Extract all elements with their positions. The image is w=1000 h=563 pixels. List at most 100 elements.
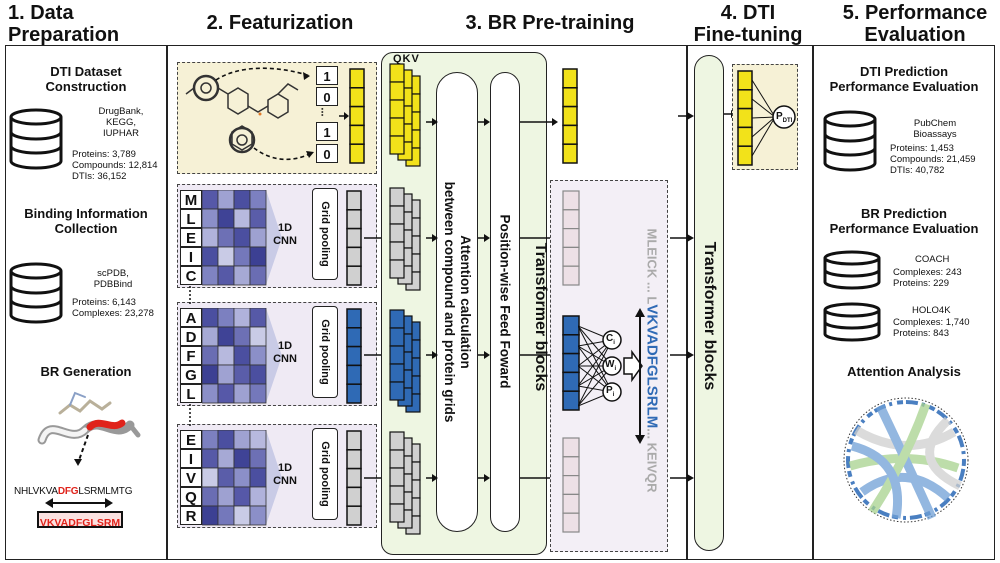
dti-dataset-title: DTI Dataset Construction [45, 64, 127, 94]
holo4k-complexes-count: Complexes: 1,740 [893, 317, 970, 328]
finetune-transformer-block [694, 55, 724, 551]
cnn-label: 1D CNN [273, 462, 297, 487]
coach-complexes-count: Complexes: 243 [893, 267, 962, 278]
protein-sequence-vertical: MLEICK ... LVKVADFGLSRLM... KEIVQR [643, 228, 661, 493]
binding-region-box: VKVADFGLSRM [37, 511, 123, 529]
grid-pooling-box [312, 428, 338, 520]
binding-complexes-count: Complexes: 23,278 [72, 308, 154, 319]
br-generation-title: BR Generation [40, 364, 132, 379]
holo4k-source: HOLO4K [912, 305, 951, 316]
c-node-label: Ci [606, 333, 615, 346]
binding-sources: scPDB, PDBBind [93, 268, 133, 290]
double-arrow-icon [45, 498, 113, 508]
holo4k-proteins-count: Proteins: 843 [893, 328, 949, 339]
section-title-br-pretraining: 3. BR Pre-training [465, 12, 635, 34]
protein-embedding-column [346, 430, 362, 526]
dti-eval-title: DTI Prediction Performance Evaluation [829, 64, 979, 94]
fingerprint-bit: 1 [316, 66, 338, 85]
protein-embedding-column [346, 190, 362, 286]
grid-pooling-label: Grid pooling [319, 201, 331, 267]
residue-letter: A [180, 308, 202, 327]
residue-letter: L [180, 384, 202, 403]
compound-output-column [562, 68, 578, 164]
protein-embedding-column [346, 308, 362, 404]
protein-output-columns [562, 190, 580, 533]
embedding-matrix-1 [202, 190, 282, 286]
ellipsis: ... [318, 107, 331, 117]
residue-letter: R [180, 506, 202, 525]
embedding-matrix-3 [202, 430, 282, 526]
to-finetune-arrows [670, 112, 694, 482]
grid-pooling-box [312, 306, 338, 398]
dti-sources: DrugBank, KEGG, IUPHAR [98, 106, 144, 139]
database-icon [9, 262, 63, 324]
residue-letter: M [180, 190, 202, 209]
cnn-label: 1D CNN [273, 340, 297, 365]
coach-source: COACH [915, 254, 950, 265]
compound-structure-image [185, 67, 314, 161]
protein-structure-image [37, 391, 141, 466]
arrow-icon [339, 112, 349, 120]
binding-proteins-count: Proteins: 6,143 [72, 297, 136, 308]
database-icon [823, 110, 877, 172]
p-dti-label: PDTI [776, 111, 793, 124]
residue-letter: I [180, 247, 202, 266]
section-title-data-preparation: 1. Data Preparation [8, 2, 120, 46]
dti-dtis-count: DTIs: 36,152 [72, 171, 127, 182]
ffn-block [490, 72, 520, 532]
database-icon [823, 302, 881, 342]
pubchem-dtis-count: DTIs: 40,782 [890, 165, 945, 176]
pubchem-proteins-count: Proteins: 1,453 [890, 143, 954, 154]
br-eval-title: BR Prediction Performance Evaluation [829, 206, 979, 236]
dti-output-column [737, 70, 796, 166]
panel-data-preparation [5, 45, 167, 560]
section-title-dti-finetuning: 4. DTI Fine-tuning [693, 2, 803, 46]
residue-letter: L [180, 209, 202, 228]
residue-letter: D [180, 327, 202, 346]
fingerprint-bit: 0 [316, 144, 338, 163]
qkv-label: QKV [393, 53, 420, 65]
fingerprint-bit: 1 [316, 122, 338, 141]
compound-embedding-column [349, 68, 365, 164]
grid-pooling-label: Grid pooling [319, 319, 331, 385]
fingerprint-bit: 0 [316, 87, 338, 106]
chord-diagram [843, 397, 969, 523]
coach-proteins-count: Proteins: 229 [893, 278, 949, 289]
binding-classifier-network [578, 325, 643, 407]
panel-featurization-pretraining [167, 45, 687, 560]
cnn-label: 1D CNN [273, 222, 297, 247]
sequence-arrow [635, 308, 645, 444]
dti-proteins-count: Proteins: 3,789 [72, 149, 136, 160]
embedding-matrix-2 [202, 308, 282, 404]
p-node-label: Pi [606, 385, 615, 398]
residue-letter: C [180, 266, 202, 285]
dti-compounds-count: Compounds: 12,814 [72, 160, 158, 171]
sequence-text: NHLVKVADFGLSRMLMTG [14, 486, 133, 497]
database-icon [9, 108, 63, 170]
panel-evaluation [813, 45, 995, 560]
grid-connector [189, 286, 191, 426]
residue-letter: V [180, 468, 202, 487]
database-icon [823, 250, 881, 290]
fingerprint-vector: 1 0 ... 1 0 [316, 66, 338, 168]
residue-letter: Q [180, 487, 202, 506]
finetune-transformer-label: Transformer blocks [701, 241, 718, 391]
w-node-label: Wi [605, 359, 617, 372]
grid-pooling-box [312, 188, 338, 280]
section-title-featurization: 2. Featurization [206, 12, 354, 34]
section-title-performance-evaluation: 5. Performance Evaluation [842, 2, 988, 46]
panel-finetuning [687, 45, 813, 560]
residue-letter: E [180, 228, 202, 247]
binding-info-title: Binding Information Collection [24, 206, 148, 236]
residue-letter: G [180, 365, 202, 384]
residue-letter: E [180, 430, 202, 449]
residue-letter: F [180, 346, 202, 365]
attention-block [436, 72, 478, 532]
binding-region-sequence: VKVADFGLSRM [39, 517, 121, 529]
pubchem-source: PubChem Bioassays [913, 118, 957, 140]
pretraining-arrows [426, 118, 558, 482]
grid-pooling-label: Grid pooling [319, 441, 331, 507]
attention-analysis-title: Attention Analysis [847, 364, 961, 379]
pubchem-compounds-count: Compounds: 21,459 [890, 154, 976, 165]
residue-letter: I [180, 449, 202, 468]
